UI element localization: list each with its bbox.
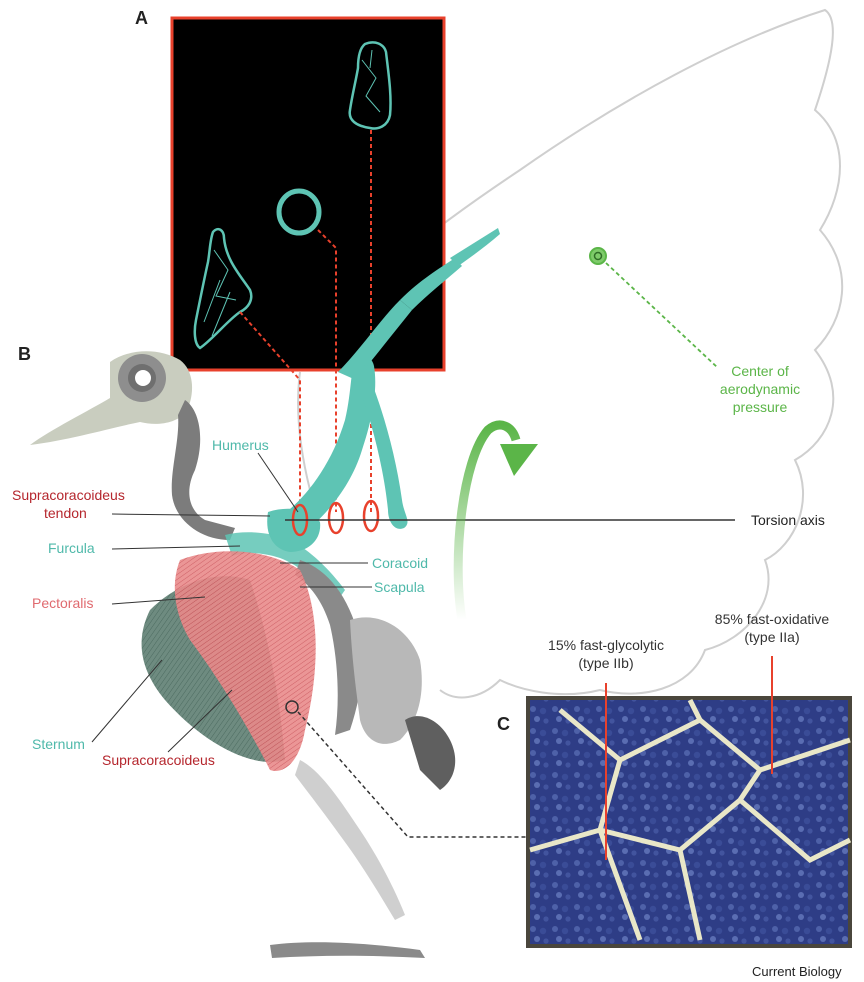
torsion-ring-distal	[364, 501, 378, 531]
foot	[270, 942, 425, 958]
label-scapula: Scapula	[374, 579, 425, 595]
label-oxidative-1: 85% fast-oxidative	[715, 611, 830, 627]
pressure-center-marker	[590, 248, 606, 264]
rotation-arrow-head	[500, 444, 538, 476]
label-glycolytic-2: (type IIb)	[578, 655, 633, 671]
label-sternum: Sternum	[32, 736, 85, 752]
leg	[295, 760, 405, 920]
label-torsion-axis: Torsion axis	[751, 512, 825, 528]
label-center-1: Center of	[731, 363, 789, 379]
label-supracoracoideus: Supracoracoideus	[102, 752, 215, 768]
label-coracoid: Coracoid	[372, 555, 428, 571]
label-oxidative-2: (type IIa)	[744, 629, 799, 645]
label-supracoracoideus-tendon-2: tendon	[44, 505, 87, 521]
label-supracoracoideus-tendon-1: Supracoracoideus	[12, 487, 125, 503]
tail	[405, 716, 455, 790]
label-pectoralis: Pectoralis	[32, 595, 93, 611]
label-center-3: pressure	[733, 399, 788, 415]
panel-letter-c: C	[497, 714, 510, 734]
pressure-leader	[606, 263, 718, 368]
label-furcula: Furcula	[48, 540, 95, 556]
panel-c-histology	[528, 698, 850, 946]
panel-letter-a: A	[135, 8, 148, 28]
label-glycolytic-1: 15% fast-glycolytic	[548, 637, 664, 653]
label-center-2: aerodynamic	[720, 381, 800, 397]
skull	[30, 351, 192, 445]
journal-credit: Current Biology	[752, 964, 842, 979]
panel-letter-b: B	[18, 344, 31, 364]
neck-vertebrae	[172, 400, 235, 540]
label-humerus: Humerus	[212, 437, 269, 453]
torsion-ring-mid	[329, 503, 343, 533]
